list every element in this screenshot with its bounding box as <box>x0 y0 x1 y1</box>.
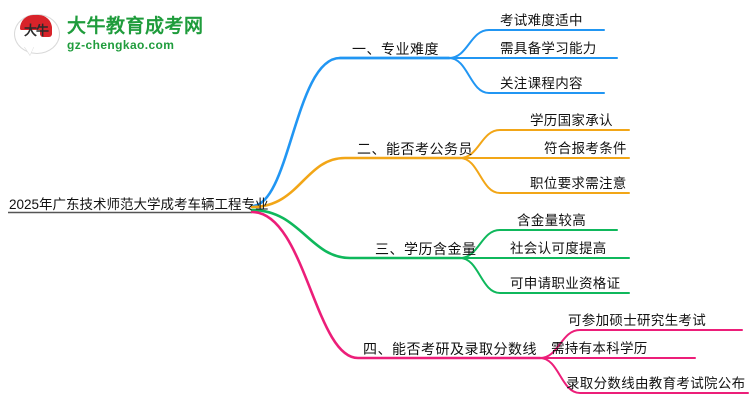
branch-1-child-3-label[interactable]: 关注课程内容 <box>500 76 583 91</box>
branch-2-trunk <box>250 156 462 209</box>
branch-3-child-3-label[interactable]: 可申请职业资格证 <box>510 276 621 291</box>
branch-3-child-1-label[interactable]: 含金量较高 <box>517 213 586 228</box>
branch-1-child-2-label[interactable]: 需具备学习能力 <box>500 41 597 56</box>
branch-4-trunk <box>250 210 542 360</box>
logo-red-dot <box>40 25 52 37</box>
branch-4-label[interactable]: 四、能否考研及录取分数线 <box>363 341 537 357</box>
logo-subtitle: gz-chengkao.com <box>67 37 175 52</box>
logo-bull-icon: 大牛 <box>14 12 60 56</box>
branch-2-child-3-label[interactable]: 职位要求需注意 <box>530 176 627 191</box>
branch-4-child-2-label[interactable]: 需持有本科学历 <box>551 341 648 356</box>
branch-3-child-2-label[interactable]: 社会认可度提高 <box>510 241 607 256</box>
logo-mark-text: 大牛 <box>23 23 49 38</box>
site-logo[interactable]: 大牛 大牛教育成考网 gz-chengkao.com <box>14 8 204 60</box>
branch-4-child-1-label[interactable]: 可参加硕士研究生考试 <box>568 313 706 328</box>
branch-2-child-1-label[interactable]: 学历国家承认 <box>530 113 613 128</box>
branch-1-child-1-label[interactable]: 考试难度适中 <box>500 13 583 28</box>
logo-bubble-tail <box>24 46 34 55</box>
root-node-label[interactable]: 2025年广东技术师范大学成考车辆工程专业 <box>9 197 269 212</box>
branch-4-child-3-label[interactable]: 录取分数线由教育考试院公布 <box>566 376 746 391</box>
branch-2-child-2-label[interactable]: 符合报考条件 <box>544 141 627 156</box>
branch-1-trunk <box>250 56 451 208</box>
branch-3-label[interactable]: 三、学历含金量 <box>375 241 477 257</box>
logo-text-block: 大牛教育成考网 gz-chengkao.com <box>67 16 204 53</box>
logo-title: 大牛教育成考网 <box>67 15 204 37</box>
branch-1-label[interactable]: 一、专业难度 <box>352 41 439 57</box>
branch-2-label[interactable]: 二、能否考公务员 <box>357 141 473 157</box>
